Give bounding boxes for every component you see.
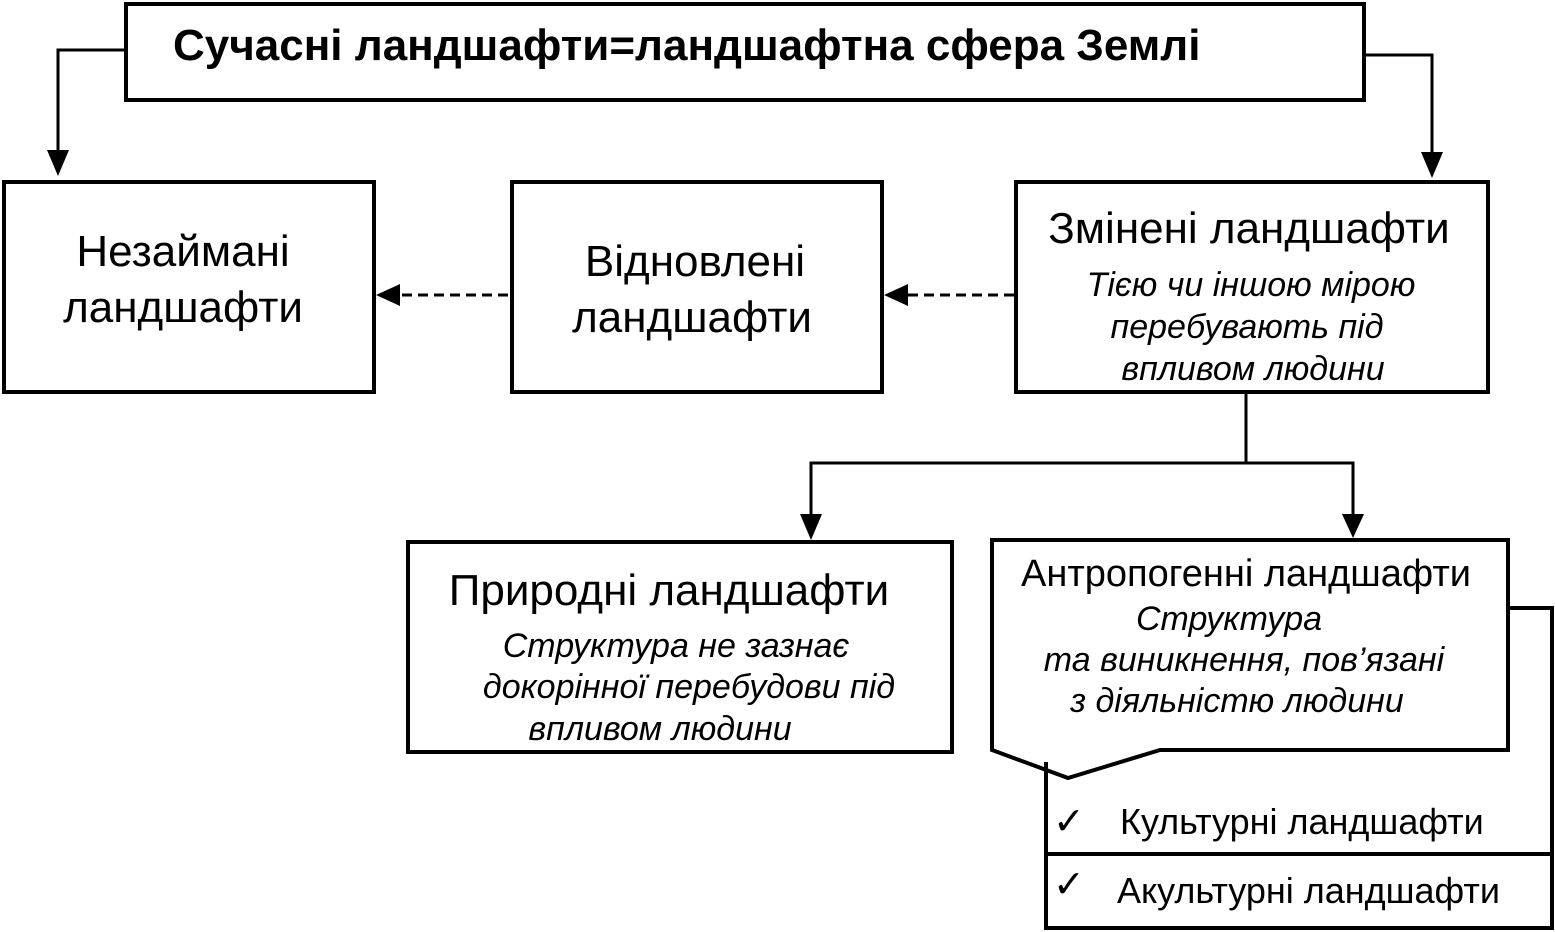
restored-landscapes-box	[510, 180, 884, 394]
list-item-acultural: Акультурні ландшафти	[1117, 870, 1500, 911]
anthropogenic-desc1: Структура	[1135, 600, 1323, 638]
checkmark-icon: ✓	[1053, 864, 1085, 906]
branch-changed-to-children	[800, 392, 1364, 540]
title-box	[124, 2, 1366, 102]
anthropogenic-desc3: з діяльністю людини	[1070, 682, 1404, 720]
natural-desc1: Структура не зазнає	[502, 627, 850, 665]
checkmark-icon: ✓	[1053, 801, 1085, 843]
anthropogenic-box-shape	[990, 538, 1510, 781]
natural-desc3: впливом людини	[528, 710, 792, 748]
list-bracket	[1044, 606, 1554, 930]
dashed-arrow-restored-to-untouched	[376, 284, 508, 306]
changed-desc1: Тією чи іншою мірою	[1086, 266, 1416, 304]
changed-landscapes-box	[1014, 180, 1490, 394]
natural-title: Природні ландшафти	[448, 566, 890, 615]
restored-line1: Відновлені	[584, 237, 806, 286]
arrow-title-to-untouched	[47, 48, 125, 176]
arrow-title-to-changed	[1364, 53, 1443, 178]
untouched-landscapes-box	[2, 180, 376, 394]
changed-title: Змінені ландшафти	[1048, 204, 1450, 253]
anthropogenic-desc2: та виникнення, пов’язані	[1043, 641, 1445, 679]
anthropogenic-title: Антропогенні ландшафти	[1021, 553, 1471, 595]
untouched-line2: ландшафти	[63, 283, 303, 332]
list-item-cultural: Культурні ландшафти	[1120, 801, 1484, 842]
untouched-line1: Незаймані	[76, 227, 290, 276]
diagram-title: Сучасні ландшафти=ландшафтна сфера Землі	[173, 21, 1201, 70]
natural-landscapes-box	[406, 540, 954, 754]
dashed-arrow-changed-to-restored	[884, 284, 1014, 306]
changed-desc3: впливом людини	[1121, 350, 1385, 388]
changed-desc2: перебувають під	[1110, 308, 1384, 346]
natural-desc2: докорінної перебудови під	[482, 668, 896, 706]
restored-line2: ландшафти	[572, 293, 812, 342]
